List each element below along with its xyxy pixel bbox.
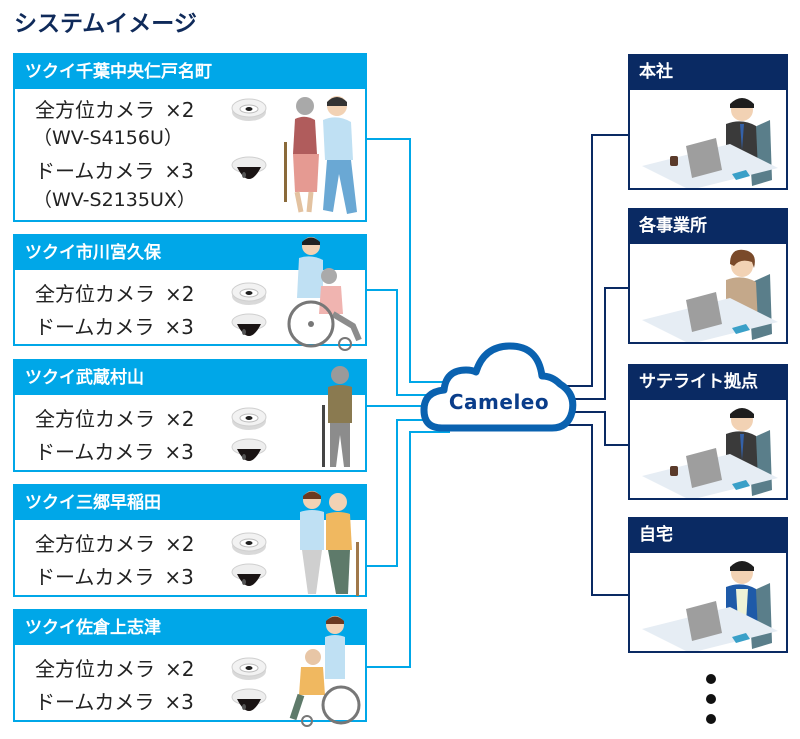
camera-type: 全方位カメラ (35, 407, 155, 431)
camera-line: 全方位カメラ ×2 (35, 403, 194, 432)
fisheye-camera-icon (231, 98, 267, 121)
facility-box: ツクイ三郷早稲田 全方位カメラ×2 ドームカメラ×3 (13, 484, 367, 597)
camera-type: ドームカメラ (35, 565, 155, 589)
facility-box: ツクイ佐倉上志津 全方位カメラ ×2 ドームカメラ ×3 (13, 609, 367, 727)
office-name: 各事業所 (630, 210, 786, 244)
facility-name: ツクイ千葉中央仁戸名町 (15, 55, 365, 89)
woman-at-laptop-illustration (642, 249, 778, 342)
camera-count: ×2 (165, 98, 195, 122)
camera-count: ×3 (164, 159, 194, 183)
camera-line: ドームカメラ ×3 (35, 155, 194, 184)
camera-line: ドームカメラ ×3 (35, 436, 194, 465)
facility-name: ツクイ佐倉上志津 (15, 611, 365, 645)
office-name: 自宅 (630, 519, 786, 553)
wheelchair-user-illustration (289, 616, 361, 727)
dome-camera-icon (231, 563, 267, 586)
camera-line: ドームカメラ ×3 (35, 561, 194, 590)
camera-line: 全方位カメラ ×2 (35, 528, 194, 557)
camera-line: 全方位カメラ ×2 (35, 94, 194, 123)
link-office-4 (560, 424, 629, 596)
link-facility-4 (367, 419, 440, 567)
caregiver-supporting-elderly-illustration (300, 491, 359, 596)
fisheye-camera-icon (231, 407, 267, 430)
dome-camera-icon (231, 156, 267, 179)
camera-count: ×3 (164, 440, 194, 464)
casual-man-at-laptop-illustration (642, 561, 778, 651)
office-name: 本社 (630, 56, 786, 90)
camera-type: ドームカメラ (35, 315, 155, 339)
office-box: 各事業所 (628, 208, 788, 344)
link-facility-1 (367, 138, 450, 383)
link-office-3 (570, 411, 629, 446)
facility-box: ツクイ市川宮久保 全方位カメラ×2 ドームカメラ×3 (13, 234, 367, 351)
camera-type: ドームカメラ (35, 159, 155, 183)
camera-type: 全方位カメラ (35, 532, 155, 556)
link-facility-5 (367, 431, 450, 668)
ellipsis-dot (706, 674, 716, 684)
camera-type: 全方位カメラ (35, 657, 155, 681)
cloud-icon (420, 342, 577, 432)
facility-box: ツクイ千葉中央仁戸名町 全方位カメラ ×2 （WV-S4156U） ドームカメラ ×… (13, 53, 367, 222)
camera-line: 全方位カメラ ×2 (35, 653, 194, 682)
camera-type: ドームカメラ (35, 440, 155, 464)
elderly-man-with-cane-illustration (322, 366, 352, 467)
camera-type: ドームカメラ (35, 690, 155, 714)
businessman-at-laptop-illustration (642, 98, 778, 188)
camera-model: （WV-S4156U） (33, 127, 183, 149)
camera-count: ×2 (165, 532, 195, 556)
ellipsis-dot (706, 694, 716, 704)
office-box: サテライト拠点 (628, 364, 788, 500)
caregiver-elderly-illustration (284, 96, 357, 214)
fisheye-camera-icon (231, 282, 267, 305)
dome-camera-icon (231, 313, 267, 336)
office-box: 本社 (628, 54, 788, 190)
camera-type: 全方位カメラ (35, 98, 155, 122)
link-office-1 (560, 134, 629, 387)
dome-camera-icon (231, 688, 267, 711)
office-name: サテライト拠点 (630, 366, 786, 400)
camera-type: 全方位カメラ (35, 282, 155, 306)
dome-camera-icon (231, 438, 267, 461)
camera-count: ×3 (164, 565, 194, 589)
camera-line: ドームカメラ ×3 (35, 686, 194, 715)
office-box: 自宅 (628, 517, 788, 653)
ellipsis-dot (706, 714, 716, 724)
wheelchair-caregiver-illustration (287, 237, 362, 351)
camera-count: ×2 (165, 657, 195, 681)
link-facility-2 (367, 289, 440, 396)
fisheye-camera-icon (231, 657, 267, 680)
camera-count: ×3 (164, 690, 194, 714)
camera-count: ×2 (165, 282, 195, 306)
camera-count: ×3 (164, 315, 194, 339)
facility-box: ツクイ武蔵村山 全方位カメラ ×2 ドームカメラ ×3 (13, 359, 367, 472)
facility-name: ツクイ武蔵村山 (15, 361, 365, 395)
camera-count: ×2 (165, 407, 195, 431)
businessman-at-laptop-illustration (642, 408, 778, 498)
fisheye-camera-icon (231, 532, 267, 555)
camera-line: ドームカメラ ×3 (35, 311, 194, 340)
cloud-service-label: Cameleo (448, 390, 550, 414)
camera-line: 全方位カメラ ×2 (35, 278, 194, 307)
diagram-title: システムイメージ (14, 11, 197, 37)
link-office-2 (570, 287, 629, 400)
camera-model: （WV-S2135UX） (33, 189, 196, 211)
